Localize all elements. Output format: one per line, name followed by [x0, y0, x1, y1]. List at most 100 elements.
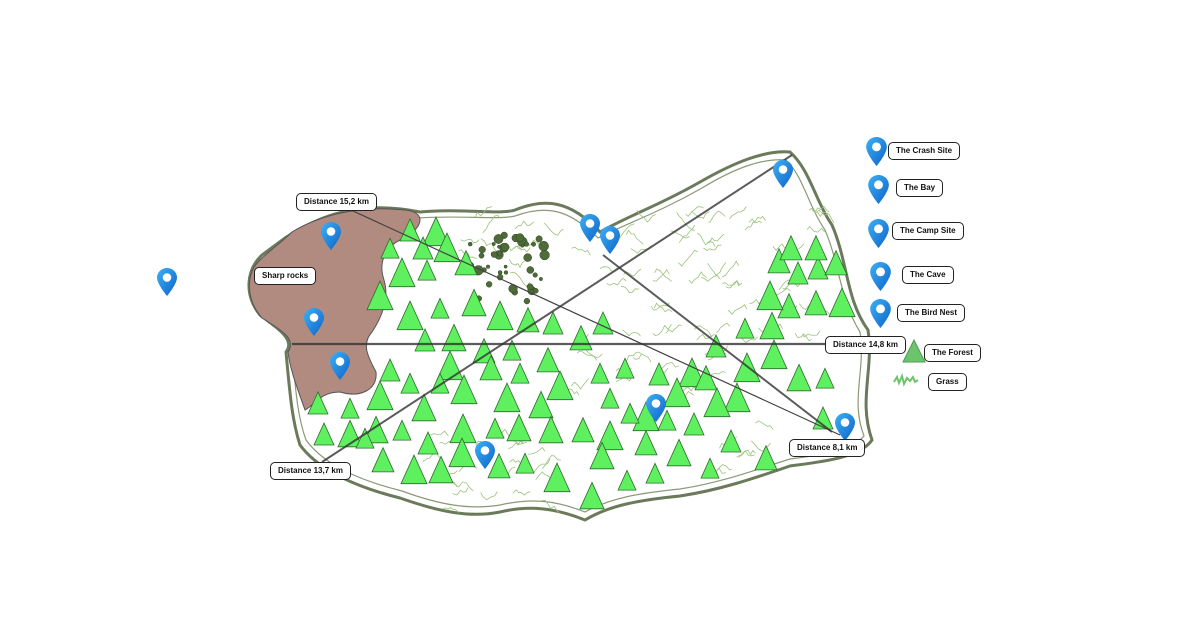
tree-icon [590, 362, 610, 384]
distance-label-13-7: Distance 13,7 km [270, 462, 351, 480]
tree-icon [486, 300, 514, 331]
tree-icon [657, 409, 677, 431]
tree-icon [700, 457, 720, 479]
distance-line-15-2 [339, 204, 841, 436]
grass-tuft [659, 361, 680, 371]
tree-icon [417, 431, 439, 455]
tree-icon [388, 257, 416, 288]
grass-tuft [696, 333, 716, 341]
cave-pin-icon [870, 262, 891, 291]
tree-icon [804, 234, 828, 261]
tree-icon [756, 280, 784, 311]
crash-site-pin-icon [866, 137, 887, 166]
tree-icon [546, 370, 574, 401]
tree-icon [589, 441, 615, 470]
grass-tuft [636, 210, 656, 223]
tree-icon [579, 481, 605, 510]
tree-icon [807, 256, 829, 280]
grass-tuft [474, 205, 493, 218]
map-pin-icon[interactable] [157, 268, 177, 296]
grass-tuft [453, 481, 474, 492]
forest-trees [307, 216, 856, 510]
grass-tuft [706, 233, 725, 244]
grass-tuft [514, 220, 534, 230]
grass-tuft [691, 211, 710, 219]
tree-icon [723, 382, 751, 413]
grass-tuft [738, 449, 756, 458]
shrub-dot [478, 252, 485, 259]
shrub-dot [533, 288, 539, 294]
shrub-dot [497, 244, 501, 249]
tree-icon [645, 462, 665, 484]
tree-icon [506, 413, 532, 442]
distance-label-15-2: Distance 15,2 km [296, 193, 377, 211]
grass-tuft [571, 246, 591, 256]
grass-tuft [685, 206, 704, 218]
tree-icon [543, 462, 571, 493]
tree-icon [678, 357, 706, 388]
island-outline-inner [289, 159, 865, 513]
grass-tuft [508, 440, 527, 449]
shrub-dot [497, 270, 503, 275]
tree-icon [735, 317, 755, 339]
grass-tuft [697, 232, 716, 247]
tree-icon [392, 419, 412, 441]
grass-tuft [721, 260, 740, 278]
legend-icons [866, 137, 926, 387]
tree-icon [787, 261, 809, 285]
grass-tuft [460, 238, 480, 244]
camp-site-pin-icon [868, 219, 889, 248]
tree-icon [663, 377, 691, 408]
shrub-dot [526, 283, 534, 291]
tree-icon [479, 354, 503, 381]
tree-icon [412, 236, 434, 260]
shrub-dot [478, 246, 486, 254]
grass-tuft [688, 271, 708, 284]
grass-tuft [452, 487, 469, 496]
legend-crash-site: The Crash Site [888, 142, 961, 160]
grass-tuft [653, 302, 673, 313]
grass-tuft [606, 277, 627, 286]
grass-tuft [442, 506, 459, 513]
tree-icon [777, 292, 801, 319]
tree-icon [472, 337, 496, 364]
tree-icon [400, 372, 420, 394]
grass-tuft [812, 205, 830, 213]
tree-icon [538, 415, 564, 444]
grass-tuft [650, 302, 670, 311]
grass-tuft [458, 249, 478, 260]
shrub-dot [491, 242, 496, 246]
tree-icon [515, 452, 535, 474]
tree-icon [804, 289, 828, 316]
distance-line-13-7 [321, 154, 793, 463]
tree-icon [493, 382, 521, 413]
grass-tuft [678, 249, 698, 267]
tree-icon [634, 429, 658, 456]
tree-icon [379, 358, 401, 382]
sharp-rocks-area [248, 208, 421, 411]
legend-cave: The Cave [902, 266, 954, 284]
shrub-dot [535, 235, 543, 243]
tree-icon [516, 306, 540, 333]
grass-tuft [622, 329, 641, 337]
tree-icon [433, 232, 461, 263]
grass-tuft [748, 215, 766, 223]
tree-icon [617, 469, 637, 491]
shrub-dot [467, 241, 473, 247]
grass-tuft [806, 226, 826, 233]
grass-tuft [665, 324, 682, 334]
grass-area [422, 205, 835, 513]
legend-bird-nest: The Bird Nest [897, 304, 966, 322]
tree-icon [620, 402, 640, 424]
tree-icon [417, 259, 437, 281]
tree-icon [648, 362, 670, 386]
tree-icon [815, 367, 835, 389]
grass-tuft [701, 275, 721, 282]
grass-tuft [513, 245, 531, 253]
bird-nest-pin-icon [870, 299, 891, 328]
grass-tuft [729, 206, 747, 220]
tree-icon [510, 362, 530, 384]
grass-tuft [744, 220, 762, 231]
shrub-dot [485, 264, 491, 269]
